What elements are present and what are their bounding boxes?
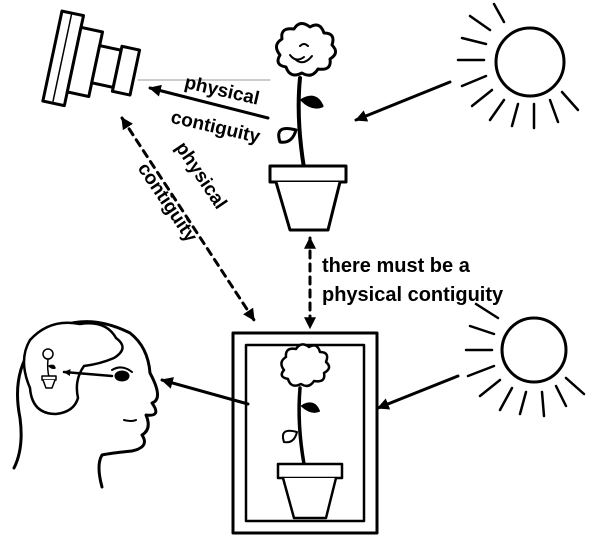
camera-icon (41, 9, 271, 108)
sun-icon (456, 2, 580, 130)
potted-flower-icon (268, 22, 348, 232)
center-label-line1: there must be a (322, 255, 471, 277)
arrows (120, 80, 460, 410)
sun-icon (464, 302, 586, 418)
camera-link-label-line1: physical (182, 72, 261, 110)
human-head-icon (12, 320, 159, 489)
framed-picture-icon (231, 331, 379, 535)
center-label-line2: physical contiguity (322, 284, 504, 306)
